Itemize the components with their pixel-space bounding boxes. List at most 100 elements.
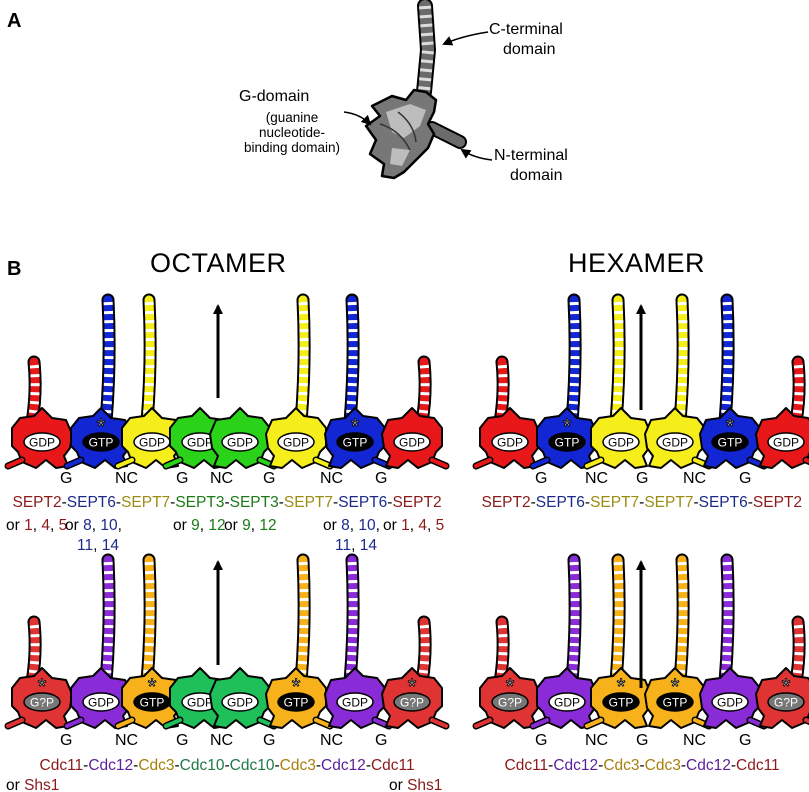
nucleotide-label: GDP [29, 436, 55, 450]
interface-nc-4: NC [210, 732, 234, 749]
interface-g-7: G [375, 732, 388, 749]
nucleotide-pocket [277, 692, 315, 712]
octamer-yeast-composition: Cdc11-Cdc12-Cdc3-Cdc10-Cdc10-Cdc3-Cdc12-… [39, 757, 415, 774]
nucleotide-label: GDP [717, 696, 743, 710]
nucleotide-pocket [602, 432, 640, 452]
subunit-5: GDP [209, 407, 278, 470]
interface-nc-4: NC [210, 470, 234, 487]
interface-g-3: G [176, 470, 189, 487]
subunit-6: GDP [755, 355, 809, 469]
subunit-5: GTP* [699, 293, 768, 470]
interface-g-5: G [739, 470, 752, 487]
star-marker: * [782, 674, 791, 699]
nucleotide-label: G?P [498, 696, 522, 710]
septin-monomer-structure [343, 0, 493, 180]
nucleotide-pocket [711, 432, 749, 452]
nucleotide-pocket [221, 692, 259, 712]
g-domain-description: (guanine nucleotide- binding domain) [243, 110, 341, 155]
subunit-6: GTP* [265, 553, 334, 730]
nucleotide-label: GDP [187, 696, 213, 710]
nucleotide-pocket [82, 432, 120, 452]
star-marker: * [408, 674, 417, 699]
star-marker: * [726, 414, 735, 439]
nucleotide-label: GDP [554, 696, 580, 710]
hexamer-yeast-composition: Cdc11-Cdc12-Cdc3-Cdc3-Cdc12-Cdc11 [504, 757, 780, 774]
subunit-2: GTP* [63, 293, 132, 470]
interface-g-1: G [60, 732, 73, 749]
subunit-6: GDP [265, 293, 334, 470]
subunit-8: G?P* [381, 615, 450, 730]
star-marker: * [148, 674, 157, 699]
interface-g-3: G [636, 470, 649, 487]
interface-g-5: G [739, 732, 752, 749]
interface-nc-2: NC [115, 470, 139, 487]
interface-nc-6: NC [320, 732, 344, 749]
c-terminal-coil [416, 0, 437, 100]
subunit-3: GDP [583, 293, 652, 470]
nucleotide-label: GDP [88, 696, 114, 710]
alt-shs1-right: or Shs1 [389, 777, 443, 792]
octamer-title: OCTAMER [150, 248, 287, 278]
g-domain-title: G-domain [239, 88, 310, 105]
subunit-6: G?P* [755, 615, 809, 729]
nucleotide-label: GDP [187, 436, 213, 450]
nucleotide-label: GDP [497, 436, 523, 450]
subunit-5: GDP [209, 667, 278, 730]
panel-label-b: B [7, 258, 22, 280]
nucleotide-label: GDP [227, 696, 253, 710]
nucleotide-pocket [491, 692, 529, 712]
star-marker: * [563, 414, 572, 439]
alt-isoforms-6: or 1, 4, 5 [383, 517, 445, 534]
nucleotide-pocket [336, 692, 374, 712]
hexamer-human-composition: SEPT2-SEPT6-SEPT7-SEPT7-SEPT6-SEPT2 [481, 494, 803, 511]
nucleotide-label: G?P [30, 696, 54, 710]
subunit-1: GDP [472, 355, 541, 470]
nucleotide-pocket [393, 692, 431, 712]
nucleotide-label: GDP [662, 436, 688, 450]
interface-nc-2: NC [585, 470, 609, 487]
subunit-8: GDP [381, 355, 450, 470]
alt-isoforms-5-cont: 11, 14 [335, 537, 377, 554]
c-terminal-label: C-terminal domain [489, 21, 563, 58]
interface-g-1: G [535, 470, 548, 487]
subunit-7: GDP [324, 553, 393, 730]
nucleotide-pocket [711, 692, 749, 712]
nucleotide-label: GTP [609, 696, 634, 710]
nucleotide-pocket [23, 432, 61, 452]
nucleotide-pocket [767, 432, 805, 452]
alt-isoforms-2-cont: 11, 14 [77, 537, 119, 554]
subunit-3: GTP* [583, 553, 652, 730]
interface-nc-4: NC [683, 470, 707, 487]
g-domain-arrow [343, 111, 372, 126]
nucleotide-pocket [221, 432, 259, 452]
subunit-3: GDP [114, 293, 183, 470]
nucleotide-label: GTP [89, 436, 114, 450]
interface-g-7: G [375, 470, 388, 487]
nucleotide-pocket [336, 432, 374, 452]
nucleotide-label: GDP [283, 436, 309, 450]
subunit-2: GDP [529, 553, 598, 730]
interface-nc-2: NC [115, 732, 139, 749]
nucleotide-label: GDP [342, 696, 368, 710]
nucleotide-pocket [602, 692, 640, 712]
nucleotide-pocket [656, 432, 694, 452]
nucleotide-pocket [548, 692, 586, 712]
interface-g-3: G [636, 732, 649, 749]
octamer-human-composition: SEPT2-SEPT6-SEPT7-SEPT3-SEPT3-SEPT7-SEPT… [12, 494, 442, 511]
n-terminal-label: N-terminal domain [494, 147, 568, 184]
subunit-2: GDP [63, 553, 132, 730]
subunit-1: GDP [4, 355, 73, 470]
nucleotide-label: GDP [773, 436, 799, 450]
nucleotide-pocket [767, 692, 805, 712]
interface-g-5: G [263, 470, 276, 487]
subunit-7: GTP* [324, 293, 393, 470]
alt-isoforms-3: or 9, 12 [173, 517, 226, 534]
alt-isoforms-5: or 8, 10, [323, 517, 380, 534]
nucleotide-pocket [548, 432, 586, 452]
star-marker: * [351, 414, 360, 439]
